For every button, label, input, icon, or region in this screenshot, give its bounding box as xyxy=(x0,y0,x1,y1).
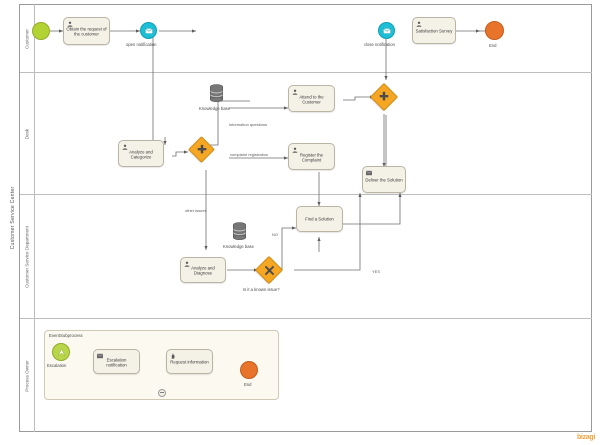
label-escalation-start: Escalation xyxy=(47,363,67,368)
task-obtain-request[interactable]: Obtain the request of the customer xyxy=(63,17,110,45)
task-label: Request information xyxy=(170,359,209,365)
task-label: Satisfaction Survey xyxy=(415,28,453,34)
task-label: Escalation notification xyxy=(106,356,127,368)
user-task-icon xyxy=(184,261,190,267)
lane-header-customer: Customer xyxy=(20,4,35,73)
task-register-complaint[interactable]: Register the Complaint xyxy=(288,143,335,170)
task-deliver-solution[interactable]: Deliver the Solution xyxy=(362,166,406,193)
lane-header-desk: Desk xyxy=(20,73,35,195)
collapse-marker-icon[interactable] xyxy=(158,389,166,397)
flow-label-complaint-registration: complaint registration xyxy=(230,152,269,157)
lane-customer xyxy=(20,4,592,73)
escalation-icon xyxy=(57,347,65,356)
end-event-subprocess[interactable] xyxy=(240,361,258,379)
label-knowledge-base-bottom: Knowledge base xyxy=(223,244,254,249)
label-open-notification: open notification xyxy=(126,42,157,47)
lane-label-process-owner: Process Owner xyxy=(24,359,30,392)
envelope-icon xyxy=(97,353,103,358)
intermediate-event-open-notification[interactable] xyxy=(140,22,157,39)
task-label: Obtain the request of the customer xyxy=(66,26,107,37)
task-label: Analyze and Diagnose xyxy=(191,265,215,276)
flow-label-no: NO xyxy=(272,232,278,237)
pool-label-text: Customer Service Center xyxy=(9,186,16,250)
parallel-gateway-icon xyxy=(375,88,393,106)
user-task-icon xyxy=(67,21,73,27)
envelope-icon xyxy=(382,27,391,34)
intermediate-event-close-notification[interactable] xyxy=(378,22,395,39)
label-end-subprocess: End xyxy=(244,382,252,387)
lane-label-department: Customer Service Department xyxy=(24,226,30,288)
label-knowledge-base-top: Knowledge base xyxy=(199,106,230,111)
task-attend-customer[interactable]: Attend to the Customer xyxy=(288,85,335,112)
parallel-gateway-join[interactable] xyxy=(369,82,399,112)
label-end-customer: End xyxy=(489,43,497,48)
user-task-icon xyxy=(416,21,422,27)
lane-header-department: Customer Service Department xyxy=(20,195,35,319)
task-label: Register the Complaint xyxy=(299,151,324,163)
exclusive-gateway-known-issue[interactable] xyxy=(254,255,284,285)
envelope-icon xyxy=(366,170,372,175)
data-store-knowledge-base-bottom[interactable] xyxy=(232,222,247,241)
watermark-logo: bizagi xyxy=(576,434,595,441)
task-analyze-diagnose[interactable]: Analyze and Diagnose xyxy=(180,257,226,283)
user-task-icon xyxy=(292,147,298,153)
task-label: Deliver the Solution xyxy=(365,177,403,183)
exclusive-gateway-icon xyxy=(260,261,278,279)
hand-icon xyxy=(171,352,175,359)
user-task-icon xyxy=(292,89,298,95)
task-find-solution[interactable]: Find a Solution xyxy=(296,206,343,232)
event-subprocess[interactable]: EventSubprocess xyxy=(44,330,279,400)
lane-header-process-owner: Process Owner xyxy=(20,319,35,432)
task-analyze-categorize[interactable]: Analyze and Categorize xyxy=(118,140,164,167)
data-store-knowledge-base-top[interactable] xyxy=(209,84,224,103)
label-close-notification: close notification xyxy=(364,42,395,47)
parallel-gateway-split[interactable] xyxy=(188,136,215,163)
task-label: Attend to the Customer xyxy=(299,93,324,105)
event-subprocess-title: EventSubprocess xyxy=(49,333,83,338)
envelope-icon xyxy=(144,27,153,34)
task-label: Analyze and Categorize xyxy=(129,148,153,160)
user-task-icon xyxy=(122,144,128,150)
end-event-customer[interactable] xyxy=(485,21,504,40)
start-event-escalation[interactable] xyxy=(52,343,70,361)
pool-label: Customer Service Center xyxy=(6,4,20,432)
task-label: Find a Solution xyxy=(305,216,334,222)
lane-label-desk: Desk xyxy=(24,128,30,140)
flow-label-information-questions: information questions xyxy=(229,122,268,127)
task-request-information[interactable]: Request information xyxy=(166,349,213,374)
task-satisfaction-survey[interactable]: Satisfaction Survey xyxy=(412,17,456,44)
lane-label-customer: Customer xyxy=(24,28,30,49)
label-known-issue-gateway: Is it a known issue? xyxy=(243,287,280,292)
parallel-gateway-icon xyxy=(193,141,210,158)
lane-department xyxy=(20,195,592,319)
flow-label-other-issues: other issues xyxy=(185,208,207,213)
flow-label-yes: YES xyxy=(372,269,381,274)
start-event-request[interactable] xyxy=(32,22,50,40)
task-escalation-notification[interactable]: Escalation notification xyxy=(93,349,140,374)
